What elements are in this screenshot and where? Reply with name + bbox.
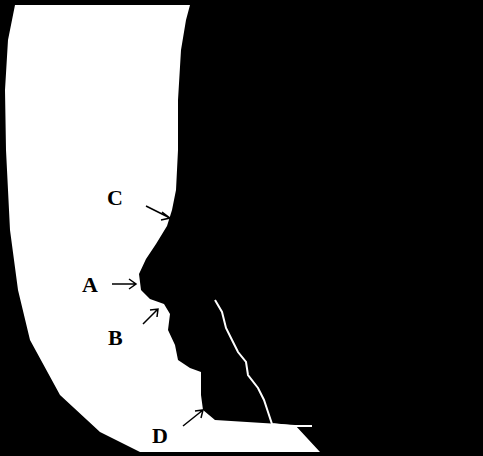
pointer-arrows — [112, 206, 203, 426]
contour-line — [215, 300, 312, 426]
point-label: C — [107, 187, 123, 209]
point-label: B — [108, 327, 123, 349]
white-region — [5, 5, 320, 452]
arrow-c — [146, 206, 170, 220]
arrow-d — [183, 410, 203, 426]
point-label: A — [82, 274, 98, 296]
arrow-a — [112, 279, 136, 289]
point-label: D — [152, 425, 168, 447]
arrow-b — [143, 309, 158, 324]
